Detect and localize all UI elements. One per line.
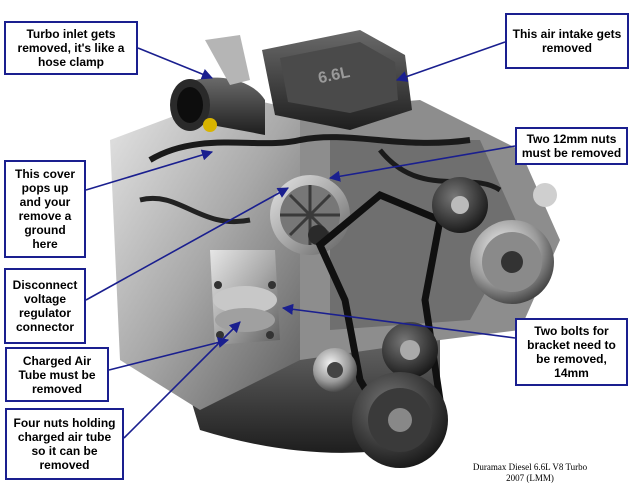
- callout-voltage-regulator: Disconnect voltage regulator connector: [4, 268, 86, 344]
- callout-line: ground: [24, 223, 66, 237]
- callout-line: removed: [39, 458, 90, 472]
- callout-line: This cover: [14, 167, 76, 181]
- callout-line: charged air tube: [17, 430, 112, 444]
- callout-air-intake: This air intake gets removed: [505, 13, 629, 69]
- callout-four-nuts: Four nuts holding charged air tube so it…: [5, 408, 124, 480]
- callout-line: Turbo inlet gets: [26, 27, 116, 41]
- callout-line: Two 12mm nuts: [526, 132, 617, 146]
- callout-line: here: [32, 237, 58, 251]
- callout-charged-air-tube: Charged Air Tube must be removed: [5, 347, 109, 402]
- charged-air-tube: [210, 250, 280, 345]
- callout-line: Disconnect: [12, 278, 78, 292]
- callout-line: and your: [19, 195, 71, 209]
- callout-line: pops up: [21, 181, 69, 195]
- callout-line: remove a: [18, 209, 72, 223]
- callout-line: removed, it's like a: [17, 41, 125, 55]
- alternator: [270, 175, 350, 255]
- arrow-voltage-regulator: [85, 187, 289, 301]
- caption-subtitle: 2007 (LMM): [506, 473, 554, 483]
- callout-line: be removed,: [536, 352, 607, 366]
- callout-turbo-inlet: Turbo inlet gets removed, it's like a ho…: [4, 21, 138, 75]
- arrow-nuts-12mm: [328, 145, 516, 182]
- callout-line: connector: [15, 320, 74, 334]
- callout-line: removed: [31, 381, 83, 396]
- arrow-bracket-bolts: [281, 303, 516, 339]
- image-caption: Duramax Diesel 6.6L V8 Turbo 2007 (LMM): [430, 462, 630, 484]
- callout-line: voltage: [23, 292, 66, 306]
- callout-line: removed: [541, 41, 592, 55]
- callout-line: Charged Air: [22, 353, 92, 368]
- callout-bracket-bolts: Two bolts for bracket need to be removed…: [515, 318, 628, 386]
- arrow-cover-ground: [85, 149, 214, 191]
- arrow-turbo-inlet: [137, 47, 214, 80]
- callout-line: must be removed: [521, 146, 622, 160]
- air-intake-cover: 6.6L: [262, 30, 412, 130]
- callout-line: hose clamp: [37, 55, 105, 69]
- callout-cover-ground: This cover pops up and your remove a gro…: [4, 160, 86, 258]
- callout-line: Tube must be: [18, 367, 96, 382]
- callout-line: Two bolts for: [534, 324, 609, 338]
- callout-line: so it can be: [31, 444, 98, 458]
- arrow-four-nuts: [123, 321, 241, 439]
- arrow-air-intake: [395, 41, 506, 82]
- callout-arrows: [85, 41, 516, 439]
- callout-line: 14mm: [554, 366, 589, 380]
- callout-line: bracket need to: [527, 338, 616, 352]
- engine-badge: 6.6L: [317, 64, 352, 87]
- callout-line: Four nuts holding: [13, 416, 116, 430]
- belt-drive: [313, 177, 557, 468]
- callout-line: regulator: [18, 306, 71, 320]
- callout-line: This air intake gets: [512, 27, 622, 41]
- arrow-charged-air-tube: [108, 337, 230, 371]
- callout-nuts-12mm: Two 12mm nuts must be removed: [515, 127, 628, 165]
- caption-title: Duramax Diesel 6.6L V8 Turbo: [472, 462, 588, 472]
- turbo-inlet: [170, 35, 265, 135]
